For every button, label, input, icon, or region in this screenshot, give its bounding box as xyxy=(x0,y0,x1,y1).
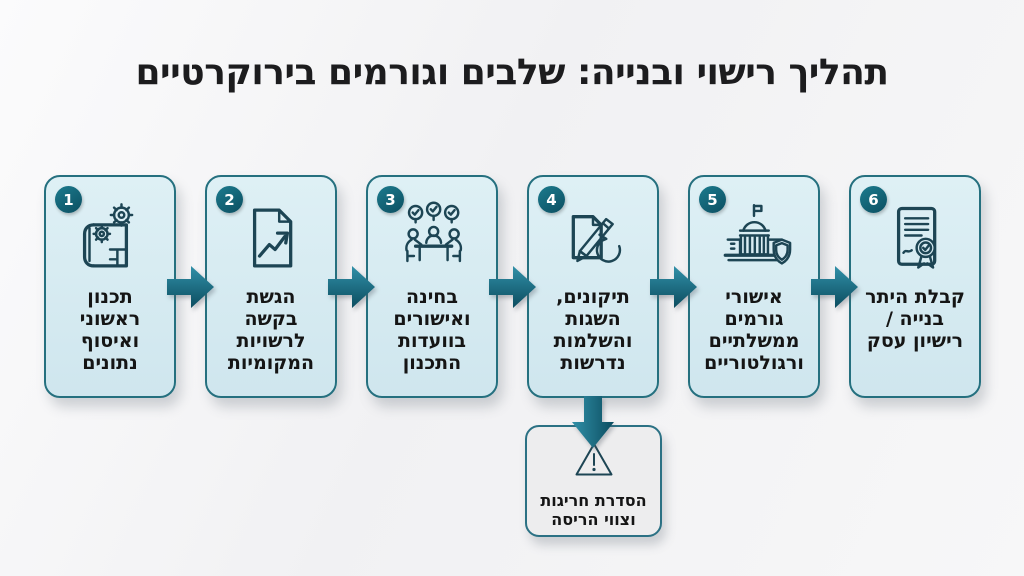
step-3-number-badge: 3 xyxy=(377,186,404,213)
warning-label: הסדרת חריגות וצווי הריסה xyxy=(540,491,647,530)
step-card-2: 2 הגשת בקשה לרשויות המקומיות xyxy=(205,175,337,398)
step-6-number-badge: 6 xyxy=(860,186,887,213)
application-document-icon xyxy=(207,193,335,283)
step-4-label: תיקונים, השגות והשלמות נדרשות xyxy=(553,286,633,374)
page-title: תהליך רישוי ובנייה: שלבים וגורמים בירוקר… xyxy=(135,52,889,93)
step-card-1: 1 תכנון ראשוני ואיסוף נתונים xyxy=(44,175,176,398)
step-3-label: בחינה ואישורים בוועדות התכנון xyxy=(393,286,471,374)
step-5-number-badge: 5 xyxy=(699,186,726,213)
revisions-pencil-icon xyxy=(529,193,657,283)
step-5-label: אישורי גורמים ממשלתיים ורגולטוריים xyxy=(704,286,804,374)
flow-arrow-down-icon xyxy=(572,396,614,448)
step-1-label: תכנון ראשוני ואיסוף נתונים xyxy=(79,286,141,374)
step-card-4: 4 תיקונים, השגות והשלמות נדרשות xyxy=(527,175,659,398)
flow-arrow-2-icon xyxy=(328,266,375,308)
flow-arrow-5-icon xyxy=(811,266,858,308)
step-card-6: 6 קבלת היתר בנייה / רישיון עסק xyxy=(849,175,981,398)
permit-certificate-icon xyxy=(851,193,979,283)
step-card-3: 3 xyxy=(366,175,498,398)
government-building-icon xyxy=(690,193,818,283)
flow-arrow-3-icon xyxy=(489,266,536,308)
step-2-label: הגשת בקשה לרשויות המקומיות xyxy=(227,286,315,374)
step-card-5: 5 אישורי גורמים ממשלתיים ורגולטוריים xyxy=(688,175,820,398)
step-2-number-badge: 2 xyxy=(216,186,243,213)
step-6-label: קבלת היתר בנייה / רישיון עסק xyxy=(865,286,965,352)
flow-arrow-1-icon xyxy=(167,266,214,308)
committee-meeting-icon xyxy=(368,193,496,283)
step-4-number-badge: 4 xyxy=(538,186,565,213)
flow-arrow-4-icon xyxy=(650,266,697,308)
step-1-number-badge: 1 xyxy=(55,186,82,213)
warning-triangle-icon xyxy=(527,435,660,487)
blueprint-gears-icon xyxy=(46,193,174,283)
